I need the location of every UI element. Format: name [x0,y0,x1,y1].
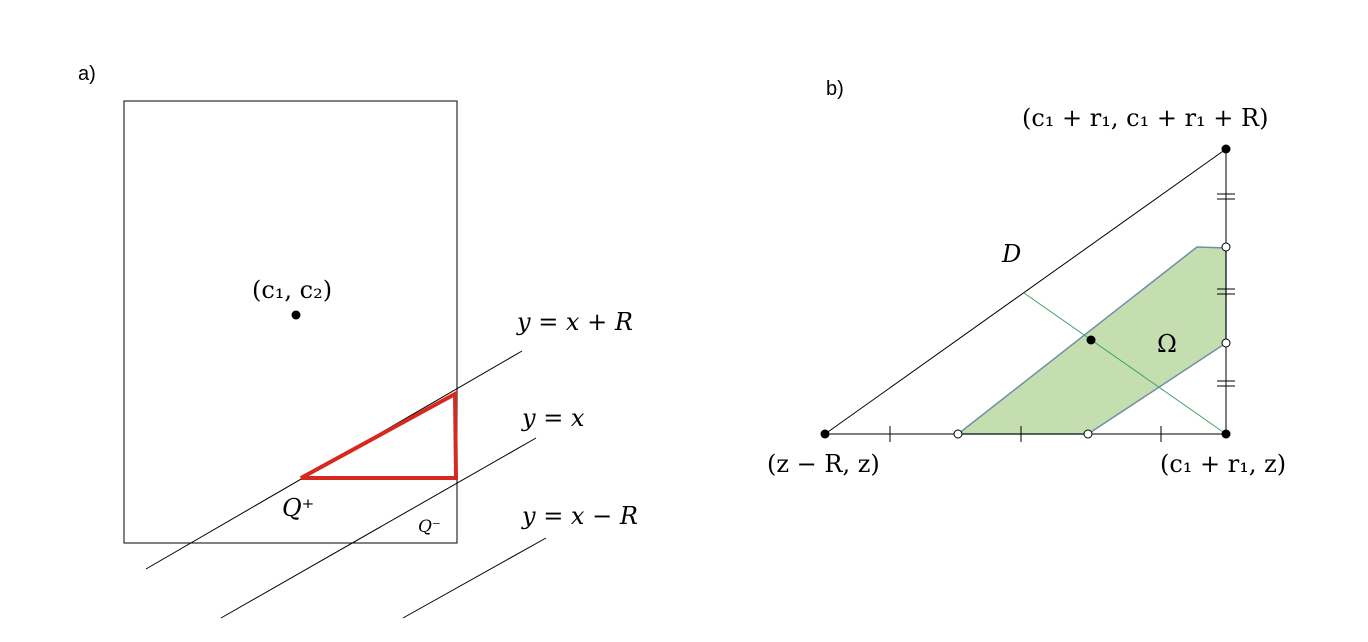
right-vertex-label: (c₁ + r₁, z) [1160,450,1286,478]
line-y-x-minus-r [402,537,547,619]
center-label: (c₁, c₂) [252,276,332,304]
left-vertex-label: (z − R, z) [767,450,880,478]
panel-a-label: a) [78,63,96,85]
open-point [1221,242,1231,252]
open-point [1221,338,1231,348]
red-triangle [300,390,459,480]
panel-b-label: b) [826,78,844,100]
center-point [291,310,301,320]
label-y-x-plus-r: y = x + R [516,308,633,336]
panel-b: b) (c₁ + r₁, c₁ + r₁ + R) D Ω [767,78,1286,478]
q-plus-label: Q⁺ [282,494,314,522]
top-vertex-label: (c₁ + r₁, c₁ + r₁ + R) [1022,104,1268,132]
normal-line [1023,292,1227,435]
panel-a: a) (c₁, c₂) y = x + R y = x y = x − R Q⁺… [78,63,638,619]
hypotenuse [824,148,1227,435]
domain-rectangle [123,100,458,544]
label-y-x: y = x [521,404,585,432]
q-minus-label: Q⁻ [418,517,441,537]
omega-label: Ω [1157,330,1177,358]
intersection-point [1086,335,1096,345]
line-y-x [220,437,537,619]
left-vertex-point [820,429,830,439]
top-vertex-point [1221,144,1231,154]
hypotenuse-label: D [1001,240,1021,268]
right-vertex-point [1221,429,1231,439]
open-point [953,429,963,439]
open-point [1083,429,1093,439]
label-y-x-minus-r: y = x − R [521,502,638,530]
